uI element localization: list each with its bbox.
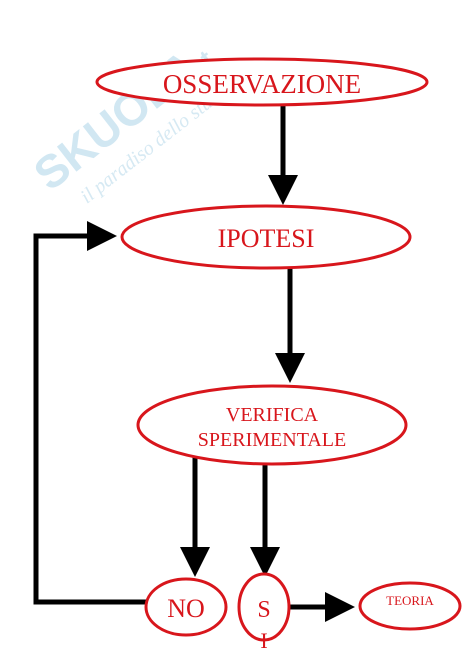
node-teoria-shape [358, 581, 462, 631]
watermark-logo: SKUOLA .net il paradiso dello studente [24, 40, 251, 208]
node-si: S I [237, 572, 291, 653]
node-no-label: NO [167, 594, 205, 623]
node-teoria-label: TEORIA [386, 593, 434, 608]
node-no-shape [144, 577, 228, 637]
node-verifica-label-line2: SPERIMENTALE [198, 429, 346, 451]
node-si-shape [237, 572, 291, 642]
node-si-label-line2: I [260, 628, 267, 653]
node-verifica-sperimentale: VERIFICA SPERIMENTALE [136, 384, 408, 466]
node-ipotesi: IPOTESI [120, 204, 412, 270]
node-ipotesi-shape [120, 204, 412, 270]
node-no: NO [144, 577, 228, 637]
node-verifica-shape [136, 384, 408, 466]
node-ipotesi-label: IPOTESI [218, 224, 315, 253]
node-teoria: TEORIA [358, 581, 462, 631]
node-osservazione-label: OSSERVAZIONE [163, 69, 361, 99]
node-si-label-line1: S [257, 597, 270, 623]
node-osservazione: OSSERVAZIONE [95, 57, 429, 107]
node-osservazione-shape [95, 57, 429, 107]
node-verifica-label-line1: VERIFICA [226, 404, 319, 426]
arrow-no-to-ipotesi [33, 221, 148, 605]
